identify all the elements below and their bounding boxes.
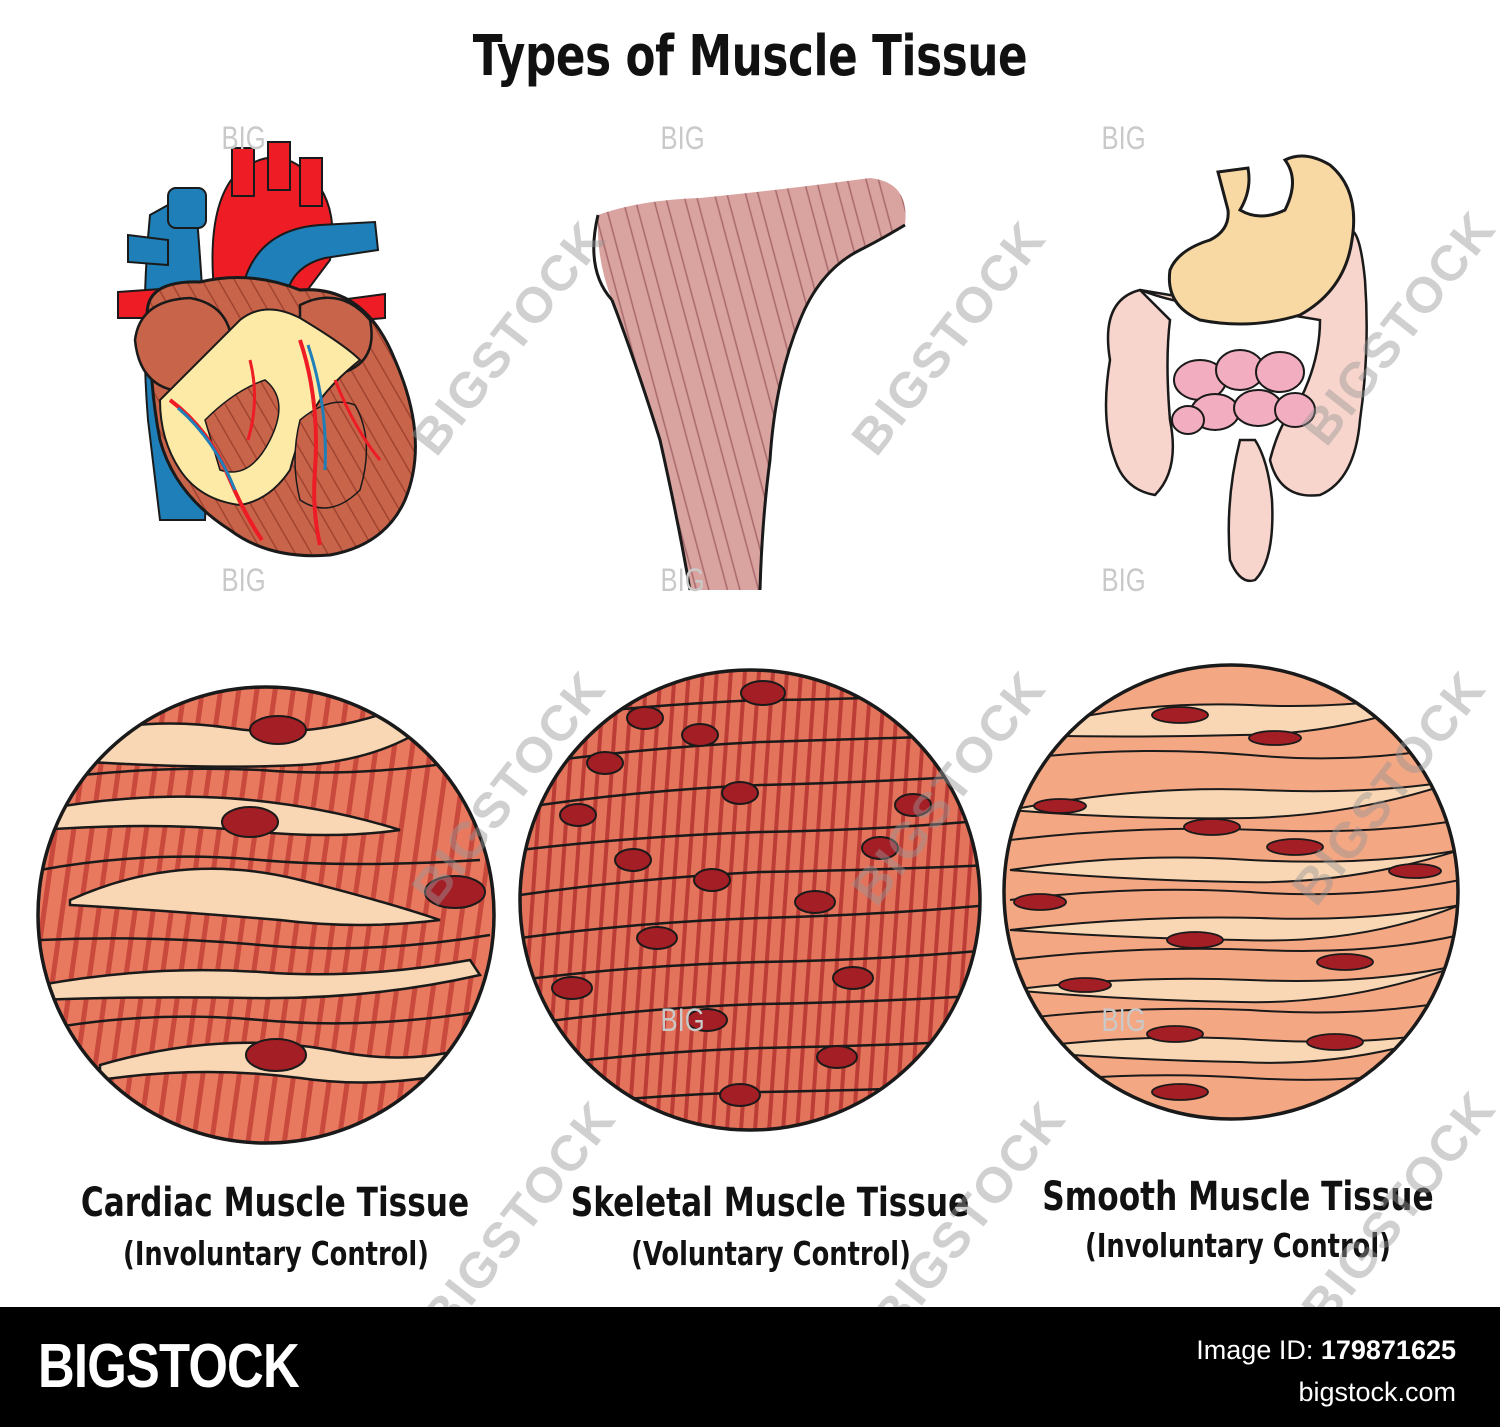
nucleus: [551, 976, 593, 1000]
nucleus: [1058, 977, 1112, 993]
nucleus: [832, 966, 874, 990]
watermark-big: BIG: [221, 562, 266, 598]
nucleus: [614, 848, 652, 872]
site-link[interactable]: bigstock.com: [1298, 1377, 1456, 1407]
heart-illustration: [117, 141, 417, 558]
caption-cardiac-control: (Involuntary Control): [123, 1234, 429, 1273]
page-title: Types of Muscle Tissue: [472, 24, 1028, 89]
watermark-big: BIG: [660, 562, 705, 598]
caption-skeletal-name: Skeletal Muscle Tissue: [570, 1180, 970, 1226]
nucleus: [681, 723, 719, 747]
nucleus: [719, 1083, 761, 1107]
watermark-big: BIG: [660, 1002, 705, 1038]
nucleus: [816, 1045, 858, 1069]
nucleus: [740, 680, 786, 706]
nucleus: [626, 706, 664, 730]
nucleus: [686, 1008, 728, 1032]
footer-bar: BIGSTOCK Image ID: 179871625 bigstock.co…: [0, 1307, 1500, 1427]
watermark-big: BIG: [1101, 1002, 1146, 1038]
caption-smooth-name: Smooth Muscle Tissue: [1042, 1174, 1434, 1220]
nucleus: [1388, 863, 1442, 879]
watermark-big: BIG: [1101, 120, 1146, 156]
nucleus: [636, 926, 678, 950]
nucleus: [1013, 893, 1067, 911]
nucleus: [424, 875, 486, 909]
nucleus: [861, 836, 899, 860]
nucleus: [586, 751, 624, 775]
watermark-big: BIG: [660, 120, 705, 156]
watermark-big: BIG: [221, 120, 266, 156]
caption-smooth-control: (Involuntary Control): [1085, 1226, 1391, 1265]
nucleus: [245, 1038, 307, 1072]
nucleus: [1033, 798, 1087, 814]
nucleus: [221, 806, 279, 838]
nucleus: [693, 868, 731, 892]
image-id-label: Image ID:: [1196, 1335, 1321, 1365]
nucleus: [894, 793, 932, 817]
nucleus: [1183, 818, 1241, 836]
image-id-value: 179871625: [1320, 1335, 1456, 1365]
nucleus: [1151, 706, 1209, 724]
watermark-big: BIG: [1101, 562, 1146, 598]
cardiac-tissue-circle: [36, 685, 496, 1145]
caption-cardiac-name: Cardiac Muscle Tissue: [80, 1180, 470, 1226]
nucleus: [1266, 838, 1324, 856]
nucleus: [794, 890, 836, 914]
nucleus: [1146, 1025, 1204, 1043]
stomach-intestine-illustration: [1104, 154, 1368, 583]
nucleus: [559, 803, 597, 827]
nucleus: [1166, 931, 1224, 949]
nucleus: [1248, 730, 1302, 746]
nucleus: [1151, 1083, 1209, 1101]
brand-logo: BIGSTOCK: [38, 1332, 300, 1401]
image-id-line: Image ID: 179871625: [1196, 1333, 1456, 1367]
nucleus: [1316, 953, 1374, 971]
smooth-tissue-circle: [1002, 663, 1460, 1121]
nucleus: [1306, 1033, 1364, 1051]
caption-skeletal-control: (Voluntary Control): [631, 1234, 911, 1273]
skeletal-muscle-illustration: [592, 178, 906, 591]
nucleus: [721, 781, 759, 805]
nucleus: [249, 715, 307, 745]
